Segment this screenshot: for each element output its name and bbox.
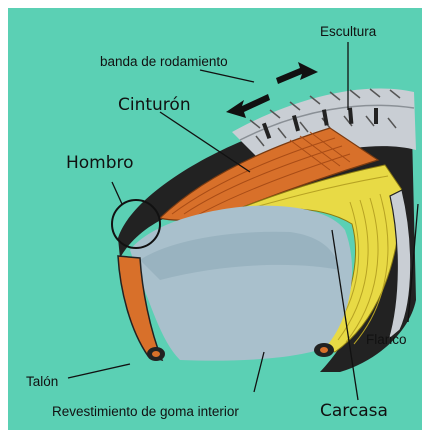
label-hombro: Hombro	[66, 153, 134, 173]
label-cinturon: Cinturón	[118, 95, 191, 115]
left-sidewall	[117, 255, 164, 362]
direction-arrows	[226, 62, 318, 118]
label-escultura: Escultura	[320, 24, 377, 39]
label-banda-de-rodamiento: banda de rodamiento	[100, 54, 228, 69]
right-sidewall	[386, 189, 412, 342]
label-carcasa: Carcasa	[320, 401, 388, 421]
carcass-ply	[219, 164, 403, 353]
right-bead-core	[320, 347, 328, 353]
left-bead-core	[152, 351, 160, 357]
label-revestimiento: Revestimiento de goma interior	[52, 404, 239, 419]
tread-grooves	[262, 107, 378, 140]
inner-liner-shade	[140, 231, 340, 280]
label-flanco: Flanco	[366, 332, 407, 347]
belt-stripes	[171, 131, 351, 217]
shoulder-circle	[111, 199, 161, 249]
label-talon: Talón	[26, 374, 58, 389]
leader-lines	[67, 42, 419, 401]
